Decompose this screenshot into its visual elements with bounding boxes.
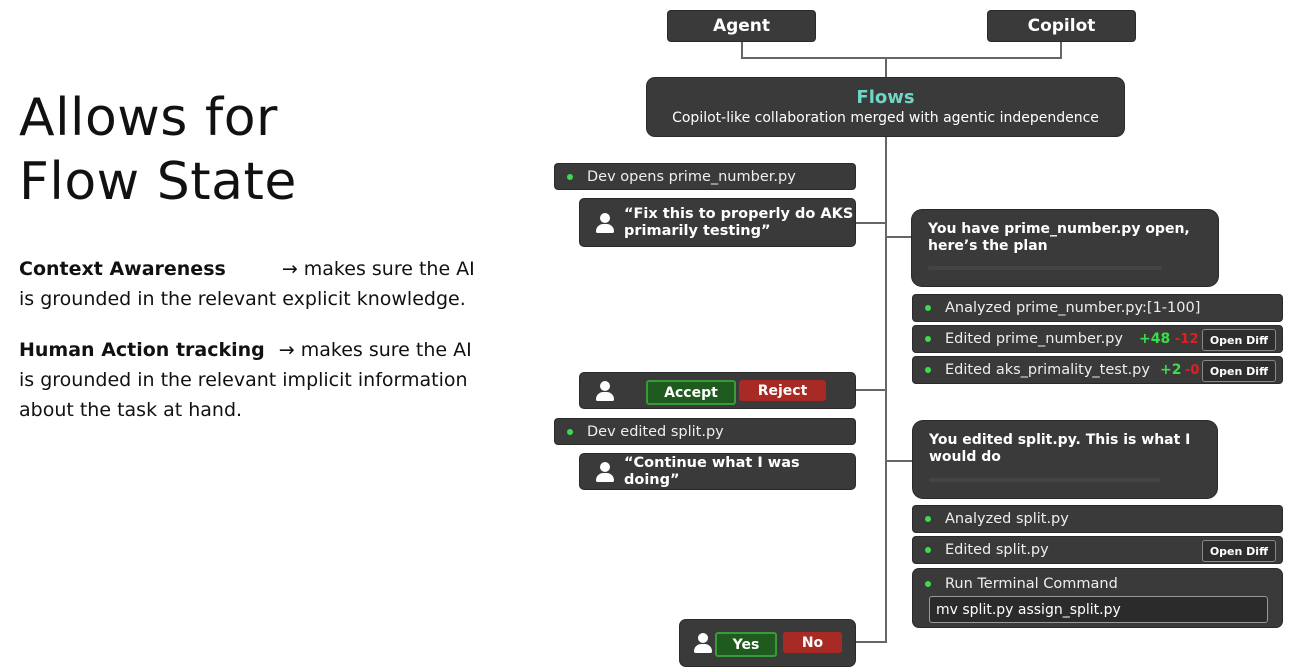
accept-reject-prompt: Accept Reject [580,373,855,408]
connector-line [741,40,743,58]
connector-line [886,460,913,462]
connector-line [855,641,886,643]
open-diff-button[interactable]: Open Diff [1201,540,1276,562]
copilot-node: Copilot [988,11,1135,41]
event-dev-edited: Dev edited split.py [555,419,855,444]
user-icon [596,380,614,401]
connector-line [885,57,887,79]
point-human-action-tracking: Human Action tracking → makes sure the AI… [19,335,519,425]
connector-line [855,222,886,224]
ai-plan-bubble: You have prime_number.py open, here’s th… [912,210,1218,286]
event-label: Edited prime_number.py [945,331,1123,347]
accept-button[interactable]: Accept [646,380,736,405]
user-icon [596,461,614,482]
agent-node: Agent [668,11,815,41]
point2-cont1: is grounded in the relevant implicit inf… [19,369,468,391]
ai-message: You edited split.py. This is what I woul… [929,432,1191,465]
point2-cont2: about the task at hand. [19,399,243,421]
user-icon [694,633,712,653]
slide-title-line1: Allows for [19,88,278,148]
arrow-icon: → [281,258,298,280]
slide-title-line2: Flow State [19,152,297,212]
event-label: Dev opens prime_number.py [587,168,796,185]
lines-removed: -12 [1175,331,1199,347]
lines-added: +48 [1139,331,1171,347]
timeline-spine [885,136,887,643]
status-dot-icon [567,428,573,435]
ai-split-bubble: You edited split.py. This is what I woul… [913,421,1217,498]
event-label: Analyzed split.py [945,511,1069,527]
no-button[interactable]: No [783,632,842,653]
user-prompt-continue: “Continue what I was doing” [580,454,855,489]
yes-no-prompt: Yes No [680,620,855,666]
stream-placeholder [928,266,1162,270]
status-dot-icon [925,581,931,587]
event-edited-split: Edited split.py Open Diff [913,537,1282,563]
point2-bold: Human Action tracking [19,339,265,361]
point2-text: makes sure the AI [300,339,472,361]
user-prompt-fix: “Fix this to properly do AKS primarily t… [580,199,855,246]
event-dev-opens: Dev opens prime_number.py [555,164,855,189]
event-analyzed-prime: Analyzed prime_number.py:[1-100] [913,295,1282,321]
event-analyzed-split: Analyzed split.py [913,506,1282,532]
reject-button[interactable]: Reject [739,380,826,401]
connector-line [1060,40,1062,58]
ai-message: You have prime_number.py open, here’s th… [928,221,1190,254]
arrow-icon: → [278,339,295,361]
stream-placeholder [929,478,1161,482]
slide-title: Allows for Flow State [19,86,459,214]
point1-cont: is grounded in the relevant explicit kno… [19,288,466,310]
status-dot-icon [925,305,931,311]
flows-title: Flows [856,87,915,108]
copilot-label: Copilot [1027,16,1096,36]
user-icon [596,212,614,233]
point-context-awareness: Context Awareness → makes sure the AI is … [19,254,519,314]
event-label: Edited aks_primality_test.py [945,362,1150,378]
point1-text: makes sure the AI [303,258,475,280]
event-run-terminal: Run Terminal Command mv split.py assign_… [913,569,1282,627]
flows-subtitle: Copilot-like collaboration merged with a… [672,110,1099,126]
lines-removed: -0 [1185,362,1200,378]
event-label: Dev edited split.py [587,423,724,440]
connector-line [886,236,913,238]
status-dot-icon [925,516,931,522]
event-label: Analyzed prime_number.py:[1-100] [945,300,1201,316]
quote-text: “Continue what I was doing” [624,454,800,488]
yes-button[interactable]: Yes [715,632,777,657]
status-dot-icon [567,173,573,180]
quote-text: “Fix this to properly do AKS primarily t… [624,205,854,239]
terminal-command-field[interactable]: mv split.py assign_split.py [929,596,1268,623]
agent-label: Agent [712,16,771,36]
connector-line [741,57,1062,59]
open-diff-button[interactable]: Open Diff [1201,329,1276,351]
event-label: Run Terminal Command [945,576,1118,592]
lines-added: +2 [1160,362,1182,378]
event-edited-aks: Edited aks_primality_test.py +2 -0 Open … [913,357,1282,383]
flows-node: Flows Copilot-like collaboration merged … [647,78,1124,136]
point1-bold: Context Awareness [19,258,226,280]
open-diff-button[interactable]: Open Diff [1201,360,1276,382]
status-dot-icon [925,336,931,342]
connector-line [855,389,886,391]
event-label: Edited split.py [945,542,1049,558]
status-dot-icon [925,547,931,553]
status-dot-icon [925,367,931,373]
event-edited-prime: Edited prime_number.py +48 -12 Open Diff [913,326,1282,352]
